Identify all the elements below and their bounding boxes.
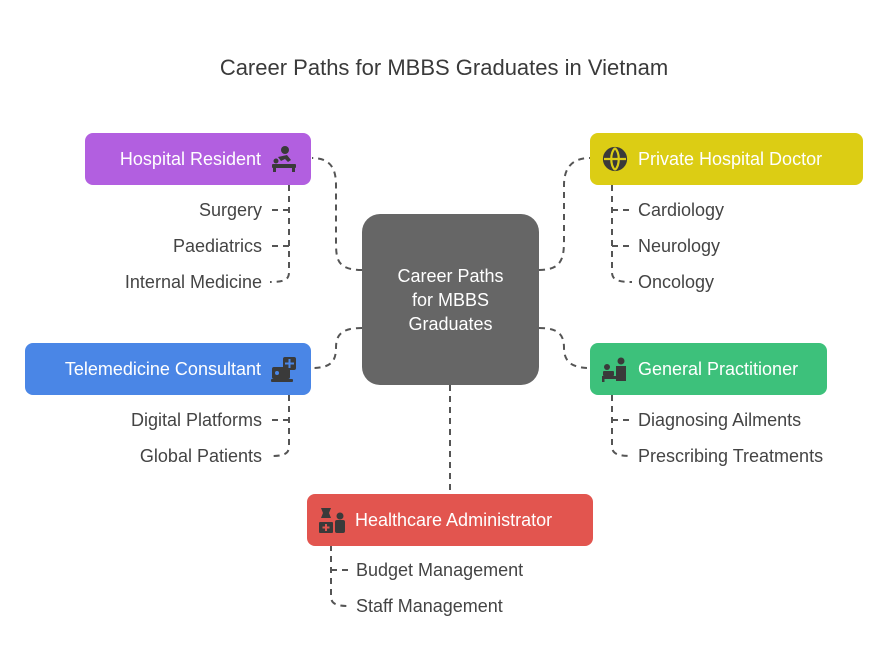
node-telemedicine-consultant-label: Telemedicine Consultant: [64, 358, 261, 379]
item-global-patients: Global Patients: [139, 446, 262, 466]
item-stem-general-practitioner: [611, 395, 633, 457]
connector-telemedicine-consultant: [311, 327, 363, 369]
item-cardiology: Cardiology: [638, 200, 725, 220]
item-surgery: Surgery: [198, 200, 262, 220]
item-digital-platforms: Digital Platforms: [130, 410, 262, 430]
item-neurology: Neurology: [638, 236, 721, 256]
doctor-patient-icon: [600, 354, 630, 384]
node-general-practitioner-label: General Practitioner: [638, 358, 799, 379]
item-prescribing-treatments: Prescribing Treatments: [638, 446, 824, 466]
node-hospital-resident-label: Hospital Resident: [119, 148, 261, 169]
item-stem-private-hospital-doctor: [611, 185, 633, 283]
connector-private-hospital-doctor: [538, 157, 591, 271]
node-hospital-resident: Hospital Resident: [85, 133, 311, 185]
diagram-title: Career Paths for MBBS Graduates in Vietn…: [219, 55, 669, 80]
node-telemedicine-consultant: Telemedicine Consultant: [25, 343, 311, 395]
patient-care-icon: [269, 144, 299, 174]
item-stem-healthcare-administrator: [330, 545, 351, 607]
item-staff-management: Staff Management: [356, 596, 503, 616]
center-node-label: Career Paths for MBBS Graduates: [397, 265, 504, 334]
node-healthcare-administrator-label: Healthcare Administrator: [355, 509, 553, 530]
node-private-hospital-doctor-label: Private Hospital Doctor: [638, 148, 823, 169]
medical-screen-icon: [269, 354, 299, 384]
item-budget-management: Budget Management: [356, 560, 524, 580]
node-private-hospital-doctor: Private Hospital Doctor: [590, 133, 863, 185]
node-healthcare-administrator: Healthcare Administrator: [307, 494, 593, 546]
connector-hospital-resident: [311, 157, 363, 271]
item-oncology: Oncology: [638, 272, 715, 292]
center-node: Career Paths for MBBS Graduates: [362, 214, 539, 385]
node-general-practitioner: General Practitioner: [590, 343, 827, 395]
globe-icon: [600, 144, 630, 174]
item-stem-hospital-resident: [269, 185, 290, 283]
hospital-staff-icon: [317, 505, 347, 535]
item-diagnosing-ailments: Diagnosing Ailments: [638, 410, 802, 430]
connector-general-practitioner: [538, 327, 591, 369]
item-stem-telemedicine-consultant: [269, 395, 290, 457]
item-paediatrics: Paediatrics: [172, 236, 262, 256]
item-internal-medicine: Internal Medicine: [124, 272, 262, 292]
